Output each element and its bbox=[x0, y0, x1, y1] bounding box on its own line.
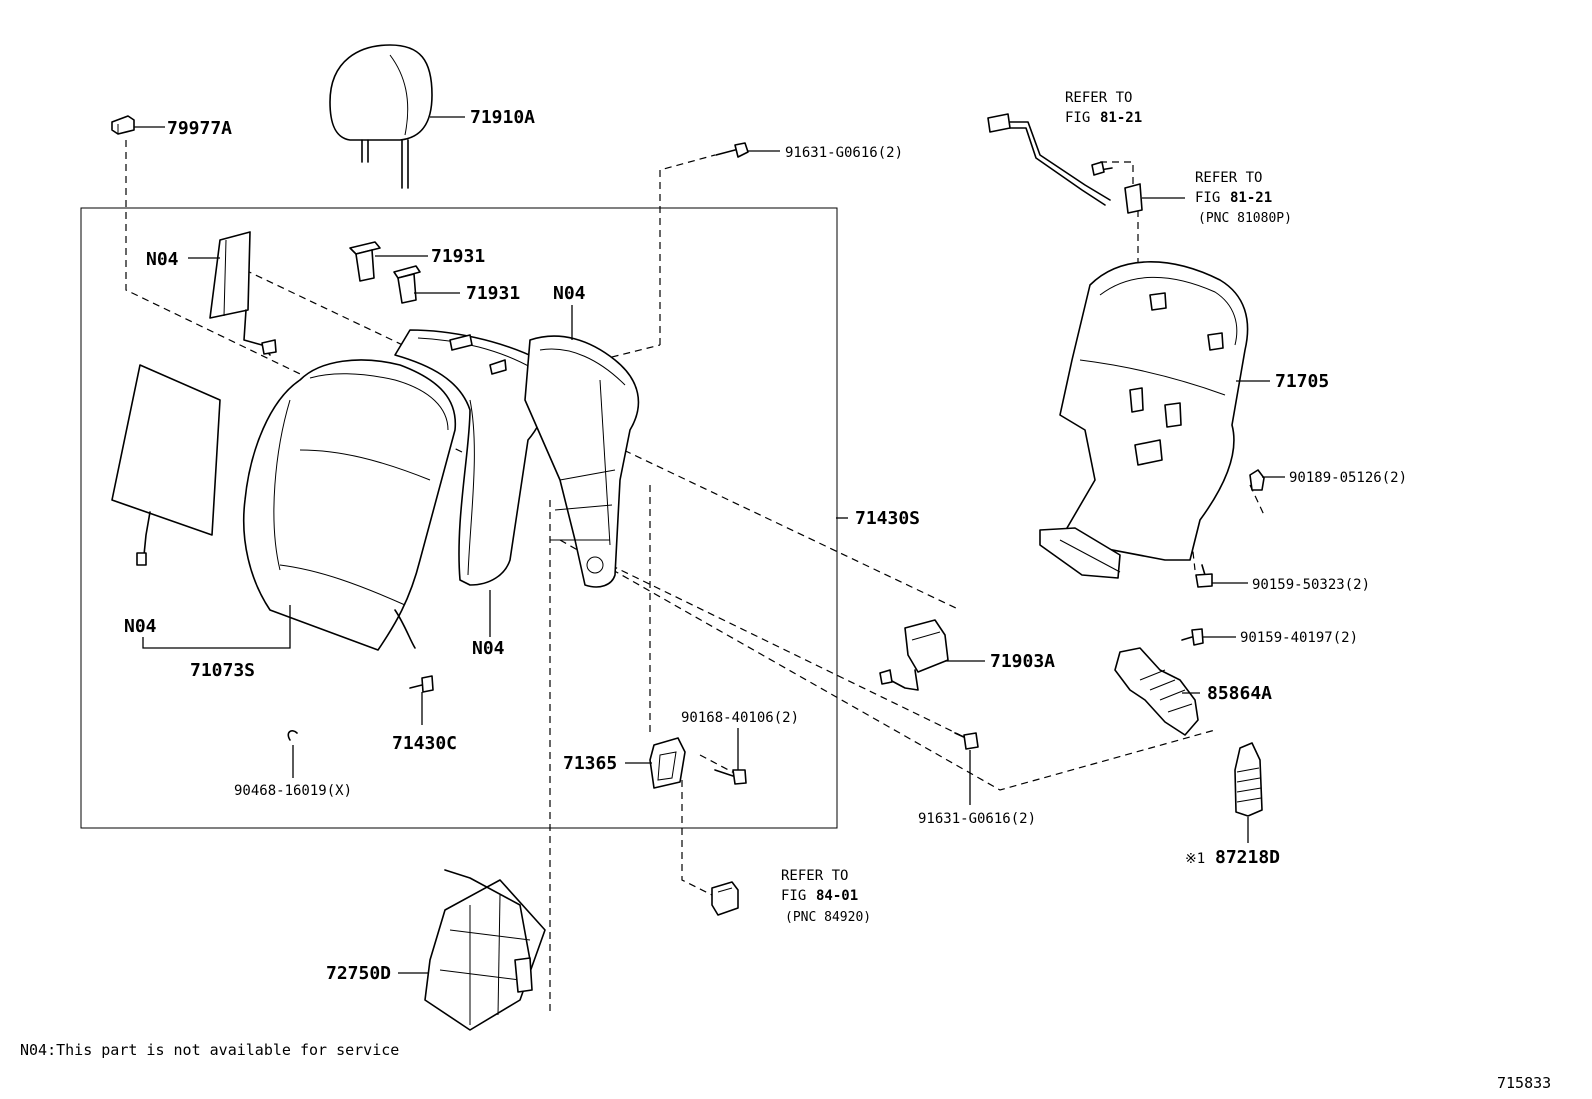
diagram-id: 715833 bbox=[1497, 1074, 1551, 1092]
label-90159-50323: 90159-50323(2) bbox=[1252, 577, 1370, 593]
label-n04-pad: N04 bbox=[472, 638, 505, 659]
label-91631-bottom: 91631-G0616(2) bbox=[918, 811, 1036, 827]
refer-81-21-a-prefix: FIG bbox=[1065, 110, 1090, 126]
label-79977A: 79977A bbox=[167, 118, 232, 139]
part-85864A-drawing bbox=[1114, 647, 1199, 736]
alignment-lines bbox=[125, 140, 1266, 1015]
label-71073S: 71073S bbox=[190, 660, 255, 681]
refer-84-01-line1: REFER TO bbox=[781, 868, 848, 884]
refer-81-21-a-fig: 81-21 bbox=[1100, 110, 1142, 126]
refer-81-21-b-prefix: FIG bbox=[1195, 190, 1220, 206]
part-91631-top-drawing bbox=[715, 142, 749, 158]
part-airbag-drawing bbox=[209, 231, 277, 356]
part-connector-84-01-drawing bbox=[711, 881, 739, 916]
label-71931-a: 71931 bbox=[431, 246, 485, 267]
label-90168: 90168-40106(2) bbox=[681, 710, 799, 726]
label-n04-frame: N04 bbox=[553, 283, 586, 304]
refer-fig-81-21-pnc[interactable]: REFER TO FIG 81-21 (PNC 81080P) bbox=[1195, 170, 1292, 226]
part-71903A-drawing bbox=[879, 619, 949, 691]
label-71903A: 71903A bbox=[990, 651, 1055, 672]
part-71430C-drawing bbox=[409, 675, 434, 693]
refer-84-01-fig: 84-01 bbox=[816, 888, 858, 904]
label-n04-airbag: N04 bbox=[146, 249, 179, 270]
label-91631-top: 91631-G0616(2) bbox=[785, 145, 903, 161]
part-71910A-drawing bbox=[329, 44, 433, 189]
label-87218D-mark: ※1 bbox=[1185, 851, 1205, 867]
label-71430S: 71430S bbox=[855, 508, 920, 529]
refer-84-01-pnc: (PNC 84920) bbox=[785, 910, 871, 925]
label-n04-board: N04 bbox=[124, 616, 157, 637]
footnote: N04:This part is not available for servi… bbox=[20, 1041, 399, 1059]
part-90159-50323-drawing bbox=[1195, 564, 1213, 588]
leader-lines bbox=[134, 116, 1285, 974]
part-harness-81-21-drawing bbox=[987, 113, 1143, 214]
part-91631-bottom-drawing bbox=[954, 732, 979, 750]
refer-81-21-b-line1: REFER TO bbox=[1195, 170, 1262, 186]
part-frame-drawing bbox=[524, 335, 640, 588]
part-90159-40197-drawing bbox=[1181, 628, 1204, 646]
part-71705-drawing bbox=[1039, 261, 1249, 579]
part-90168-drawing bbox=[714, 769, 747, 785]
refer-81-21-a-line1: REFER TO bbox=[1065, 90, 1132, 106]
part-90468-drawing bbox=[287, 730, 298, 741]
part-72750D-drawing bbox=[424, 869, 546, 1031]
part-pad-drawing bbox=[394, 329, 549, 586]
part-71073S-drawing bbox=[242, 359, 457, 651]
label-90468: 90468-16019(X) bbox=[234, 783, 352, 799]
refer-84-01-prefix: FIG bbox=[781, 888, 806, 904]
label-71910A: 71910A bbox=[470, 107, 535, 128]
refer-fig-81-21-top[interactable]: REFER TO FIG 81-21 bbox=[1065, 90, 1142, 126]
refer-81-21-b-fig: 81-21 bbox=[1230, 190, 1272, 206]
label-90159-40197: 90159-40197(2) bbox=[1240, 630, 1358, 646]
refer-81-21-b-pnc: (PNC 81080P) bbox=[1198, 211, 1292, 226]
label-71365: 71365 bbox=[563, 753, 617, 774]
part-back-board-drawing bbox=[111, 364, 221, 566]
label-71705: 71705 bbox=[1275, 371, 1329, 392]
part-90189-drawing bbox=[1249, 469, 1265, 491]
label-85864A: 85864A bbox=[1207, 683, 1272, 704]
label-72750D: 72750D bbox=[326, 963, 391, 984]
part-87218D-drawing bbox=[1234, 742, 1263, 817]
part-71931-drawing bbox=[349, 241, 421, 304]
label-71430C: 71430C bbox=[392, 733, 457, 754]
label-87218D: 87218D bbox=[1215, 847, 1280, 868]
label-90189: 90189-05126(2) bbox=[1289, 470, 1407, 486]
part-79977A-drawing bbox=[111, 115, 135, 135]
label-71931-b: 71931 bbox=[466, 283, 520, 304]
part-71365-drawing bbox=[649, 737, 686, 789]
refer-fig-84-01[interactable]: REFER TO FIG 84-01 (PNC 84920) bbox=[781, 868, 871, 925]
